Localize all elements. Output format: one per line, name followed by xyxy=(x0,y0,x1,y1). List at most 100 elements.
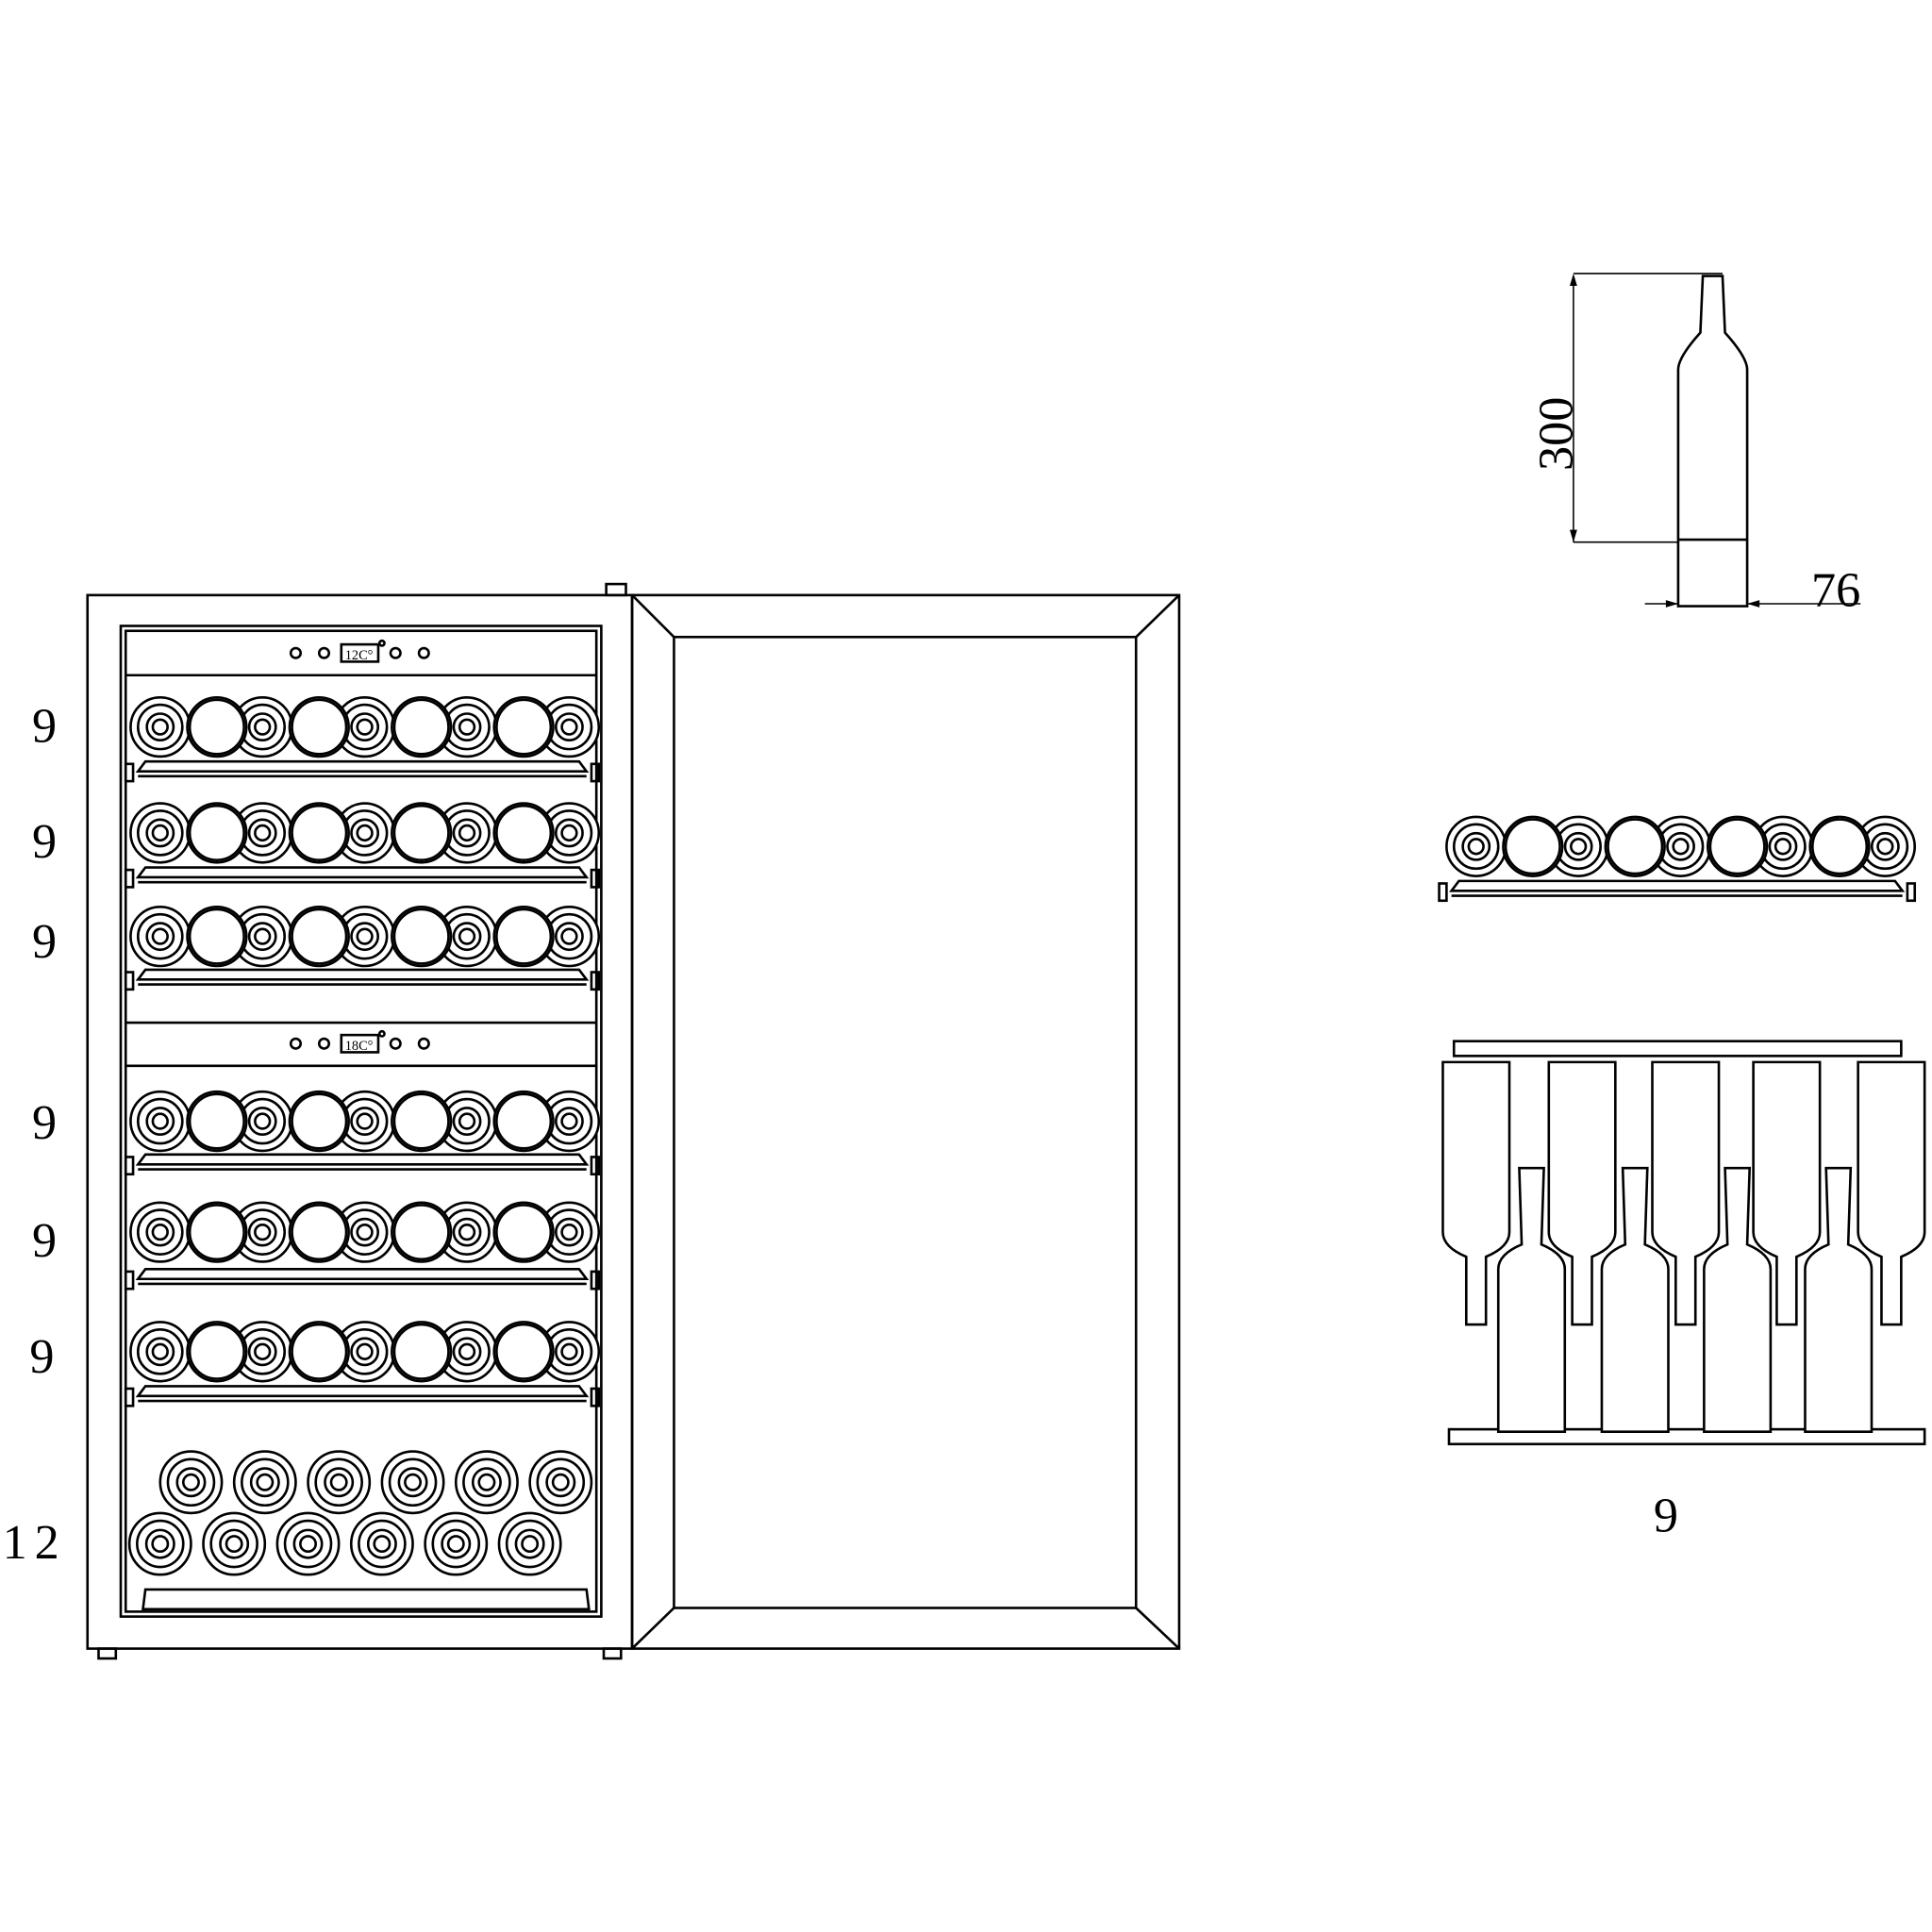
wine-shelf xyxy=(124,906,601,991)
lower-control-panel: 18C° xyxy=(289,1029,430,1054)
bottle-base-icon xyxy=(1706,815,1769,877)
bottle-base-icon xyxy=(288,1321,350,1383)
bottle-end-icon xyxy=(275,1511,341,1576)
upper-control-panel: 12C° xyxy=(289,639,430,663)
bottle-base-icon xyxy=(492,1201,555,1263)
bottle-neck-down-icon xyxy=(1857,1060,1926,1326)
bottle-end-icon xyxy=(349,1511,414,1576)
bottle-neck-up-icon xyxy=(1703,1166,1773,1434)
shelf-rail[interactable] xyxy=(124,1385,601,1407)
bottle-end-icon xyxy=(424,1511,489,1576)
bottle-end-icon xyxy=(202,1511,267,1576)
bottle-end-icon xyxy=(333,1090,396,1153)
shelf-detail-front xyxy=(1438,815,1917,903)
bottle-neck-up-icon xyxy=(1804,1166,1874,1434)
temperature-display xyxy=(340,642,380,663)
bottle-base-icon xyxy=(492,695,555,758)
bottle-base-icon xyxy=(186,1321,248,1383)
button-icon[interactable] xyxy=(417,1037,430,1050)
bottle-end-icon xyxy=(129,1321,192,1383)
side-view-count-label: 9 xyxy=(1654,1489,1678,1543)
shelf-count-label: 9 xyxy=(32,698,57,753)
bottle-base-icon xyxy=(1502,815,1564,877)
bottle-base-icon xyxy=(391,1090,453,1153)
bottle-base-icon xyxy=(492,1321,555,1383)
bottle-end-icon xyxy=(436,1321,498,1383)
button-icon[interactable] xyxy=(417,646,430,659)
bottle-end-icon xyxy=(528,1450,593,1515)
wine-shelf xyxy=(124,695,601,783)
bottle-neck-down-icon xyxy=(1651,1060,1721,1326)
bottle-base-icon xyxy=(492,1090,555,1153)
bottle-base-icon xyxy=(288,1201,350,1263)
bottle-base-icon xyxy=(186,1090,248,1153)
bottle-base-icon xyxy=(391,1201,453,1263)
door-frame xyxy=(630,593,1181,1650)
wine-shelf xyxy=(124,1090,601,1176)
wine-shelf xyxy=(124,1321,601,1407)
button-icon[interactable] xyxy=(317,646,331,659)
bottle-end-icon xyxy=(129,802,192,864)
shelf-rail[interactable] xyxy=(124,968,601,991)
upper-temp-text: 12C° xyxy=(345,648,374,663)
bottle-end-icon xyxy=(538,695,601,758)
bottle-neck-down-icon xyxy=(1441,1060,1511,1326)
shelf-rail[interactable] xyxy=(124,759,601,783)
bottle-end-icon xyxy=(158,1450,224,1515)
shelf-count-label: 9 xyxy=(32,914,57,969)
bottle-base-icon xyxy=(391,695,453,758)
shelf-count-label: 9 xyxy=(32,1095,57,1150)
bottle-end-icon xyxy=(127,1511,192,1576)
shelf-rail xyxy=(142,1588,591,1611)
hinge xyxy=(605,582,627,597)
bottle-end-icon xyxy=(380,1450,445,1515)
bottle-end-icon xyxy=(231,1201,293,1263)
temperature-display xyxy=(340,1033,380,1054)
shelf-rail[interactable] xyxy=(124,1268,601,1291)
bottle-outline xyxy=(1676,275,1749,608)
bottle-base-icon xyxy=(186,802,248,864)
shelf-count-label: 9 xyxy=(32,814,57,869)
bottle-end-icon xyxy=(232,1450,297,1515)
bottle-end-icon xyxy=(1445,815,1507,877)
bottle-end-icon xyxy=(129,906,192,968)
shelves xyxy=(124,695,601,1611)
bottle-base-icon xyxy=(288,1090,350,1153)
bottle-base-icon xyxy=(186,695,248,758)
bottle-end-icon xyxy=(538,1321,601,1383)
shelf-rail[interactable] xyxy=(124,866,601,889)
bottle-neck-up-icon xyxy=(1600,1166,1670,1434)
bottle-base-icon xyxy=(288,695,350,758)
bottle-end-icon xyxy=(231,695,293,758)
foot xyxy=(602,1647,623,1660)
bottle-base-icon xyxy=(492,802,555,864)
bottle-end-icon xyxy=(129,695,192,758)
bottle-base-icon xyxy=(391,1321,453,1383)
bottle-base-icon xyxy=(1808,815,1871,877)
button-icon[interactable] xyxy=(317,1037,331,1050)
wine-shelf xyxy=(124,1201,601,1291)
shelf-side-view xyxy=(1441,1040,1926,1446)
bottle-dimension-drawing: 300 76 xyxy=(1529,273,1861,618)
bottle-end-icon xyxy=(538,802,601,864)
wine-shelf xyxy=(124,802,601,889)
bottle-base-icon xyxy=(186,906,248,968)
button-icon[interactable] xyxy=(289,646,302,659)
button-icon[interactable] xyxy=(389,1037,402,1050)
bottle-base-icon xyxy=(391,802,453,864)
bottle-neck-down-icon xyxy=(1547,1060,1617,1326)
shelf-rail[interactable] xyxy=(1438,879,1917,903)
bottle-neck-up-icon xyxy=(1496,1166,1567,1434)
shelf-rail[interactable] xyxy=(124,1153,601,1176)
foot xyxy=(97,1647,118,1660)
bottle-end-icon xyxy=(129,1201,192,1263)
button-icon[interactable] xyxy=(389,646,402,659)
shelf-count-label: 9 xyxy=(32,1213,57,1268)
bottle-base-icon xyxy=(288,802,350,864)
diameter-label: 76 xyxy=(1811,563,1860,618)
bottom-shelf xyxy=(127,1450,593,1611)
bottle-base-icon xyxy=(492,906,555,968)
button-icon[interactable] xyxy=(289,1037,302,1050)
